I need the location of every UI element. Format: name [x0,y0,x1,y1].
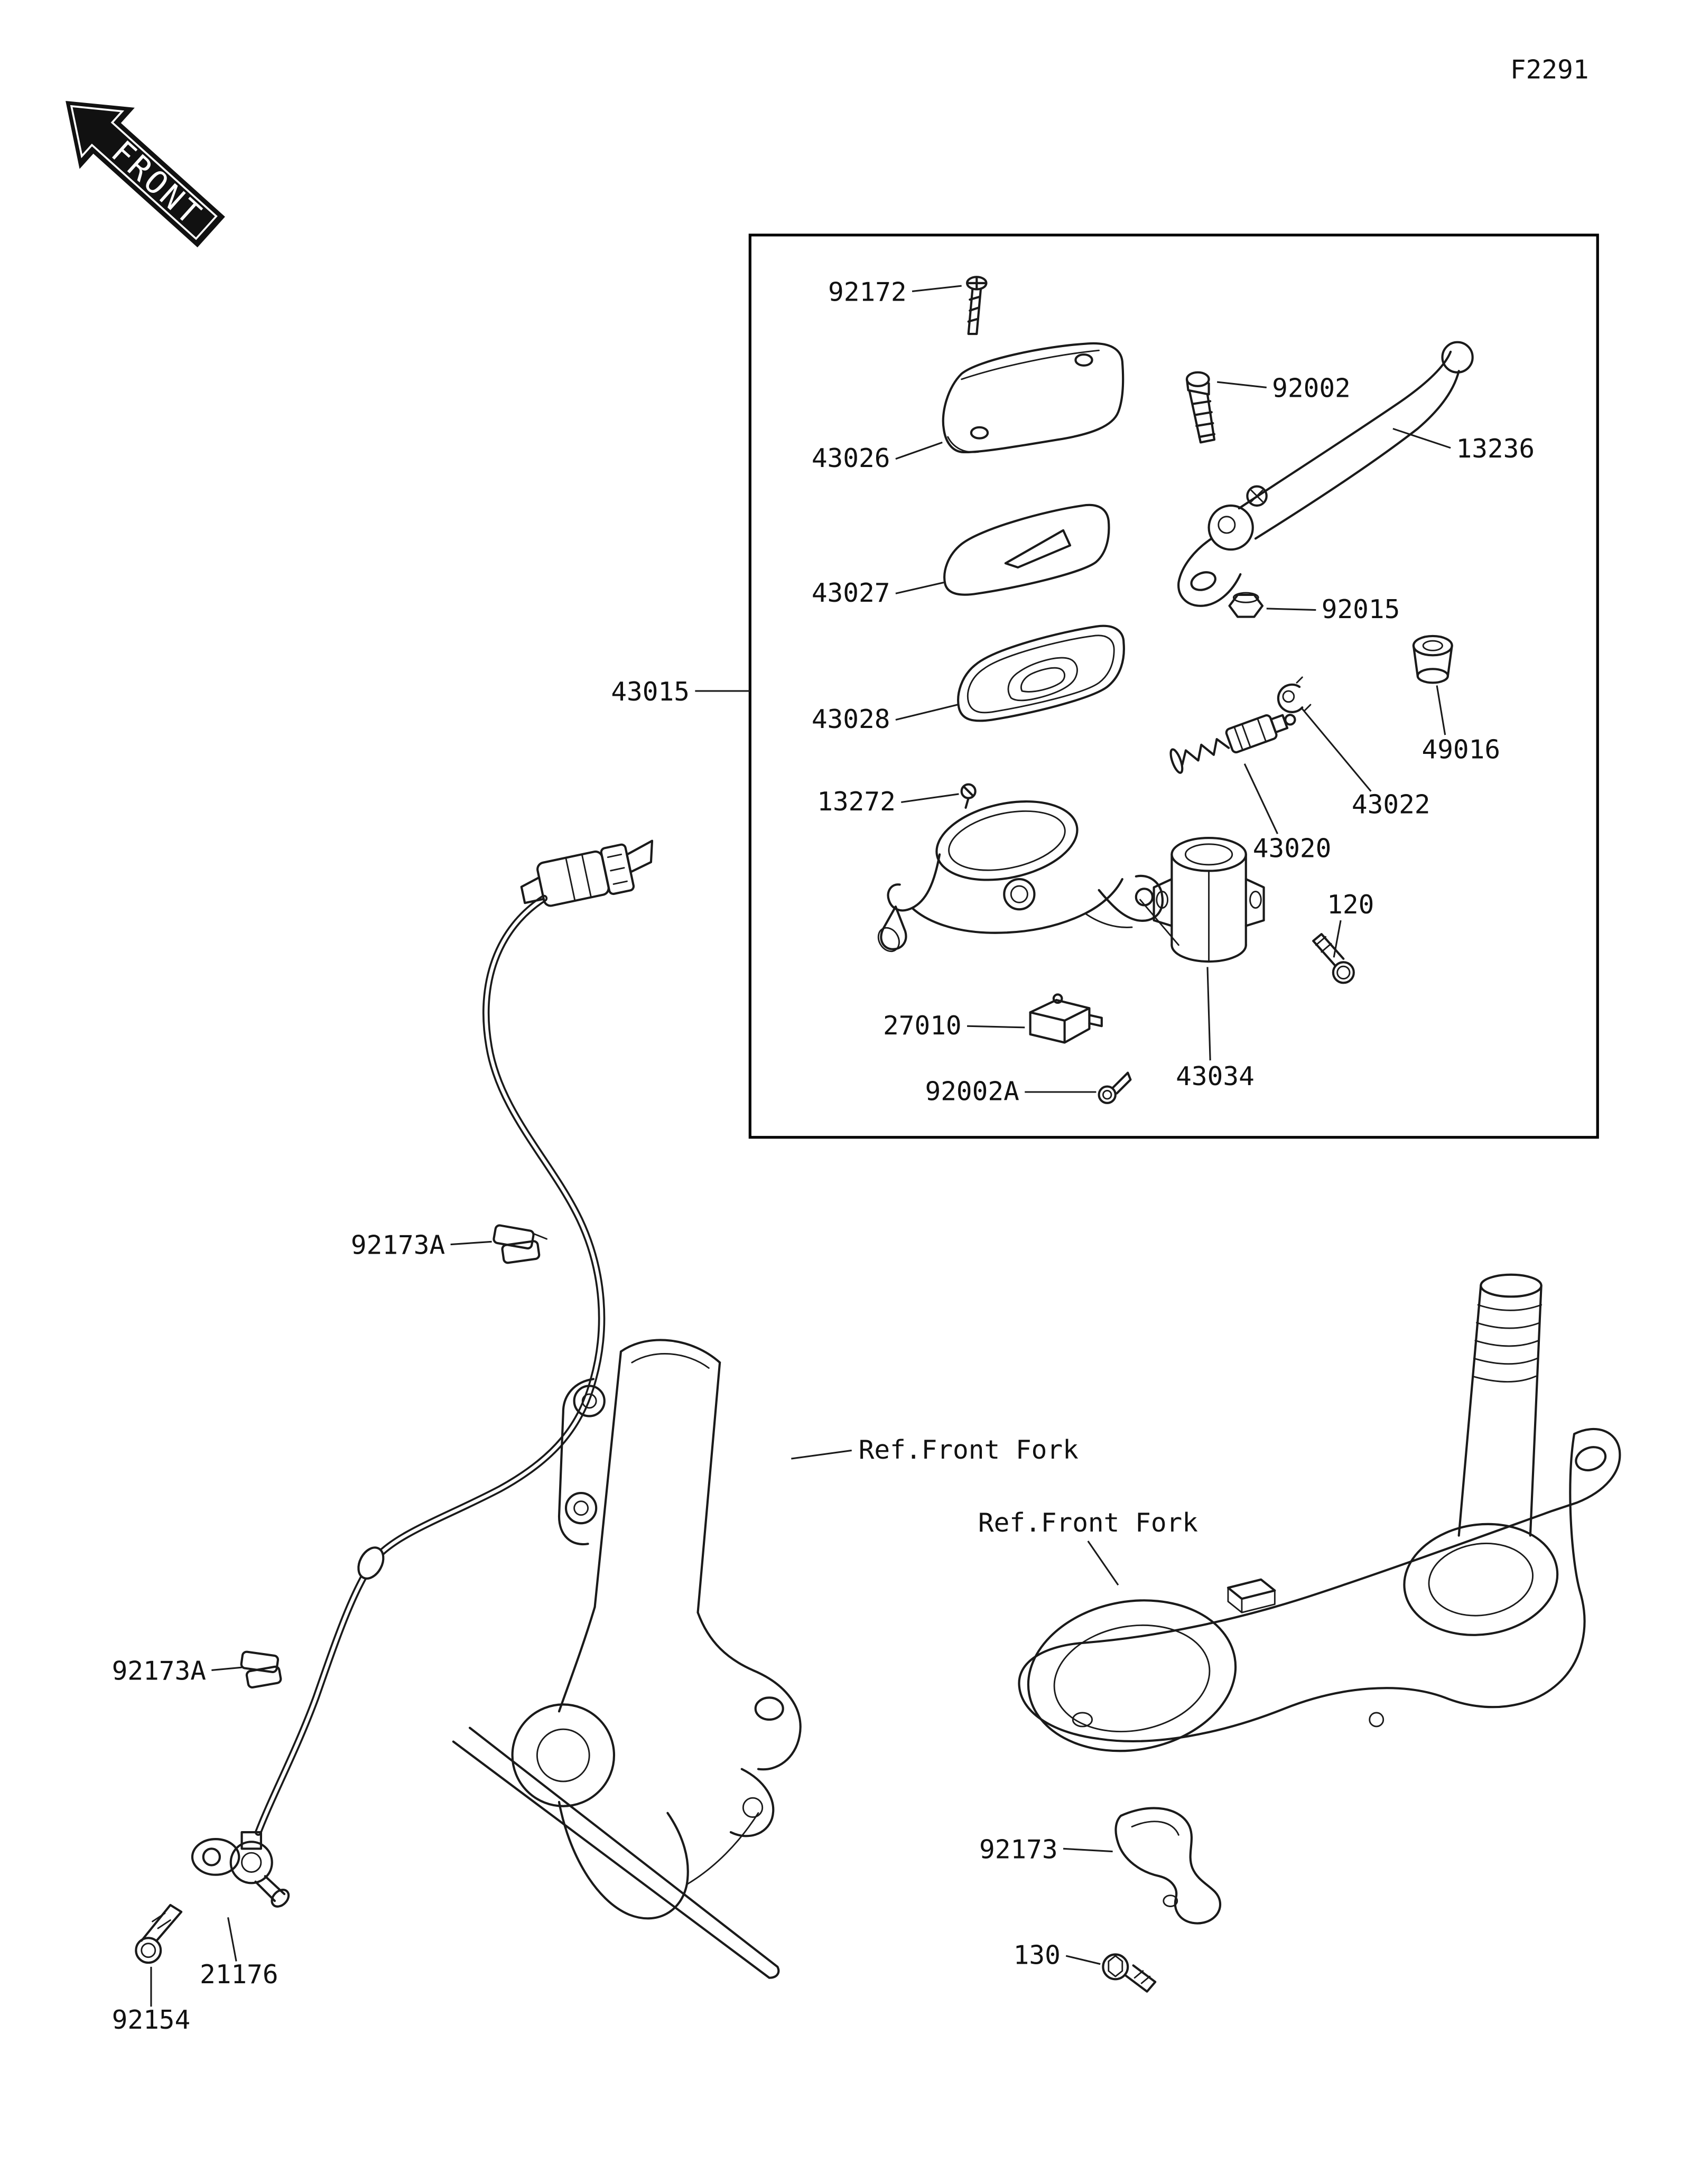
part-label-43026: 43026 [812,443,890,473]
leader-43034 [1206,967,1211,1061]
part-bracket-bolt-130 [1102,1953,1157,1993]
leader-92002 [1216,381,1267,389]
leader-13236 [1392,427,1451,449]
ref-front-fork-right [1018,1273,1621,1752]
part-reservoir-cap-screw-92172 [965,276,988,335]
part-clamp-92173a-upper [493,1224,548,1264]
front-direction-arrow: FRONT [66,101,225,248]
part-label-27010: 27010 [883,1010,962,1041]
part-clamp-92173a-lower [240,1650,282,1689]
leader-21176 [227,1917,237,1962]
part-label-92002: 92002 [1272,373,1351,404]
part-label-49016: 49016 [1421,734,1500,764]
part-label-92173a-lower: 92173A [112,1656,206,1686]
wire-grommet [357,1546,385,1580]
front-arrow-label: FRONT [104,134,209,234]
ref-label-front-fork-center: Ref.Front Fork [859,1434,1079,1465]
leader-ref-front-fork-center [791,1449,852,1460]
part-handlebar-clamp-43034 [1153,837,1265,963]
part-circlip-43022 [1277,676,1312,713]
ref-label-front-fork-right: Ref.Front Fork [978,1507,1198,1538]
sensor-harness-wire [254,894,606,1836]
part-label-120: 120 [1327,889,1374,920]
part-brake-lever-13236 [1177,341,1474,607]
figure-code: F2291 [1510,54,1589,85]
part-label-43028: 43028 [812,704,890,734]
part-sensor-bolt-92154 [135,1903,183,1964]
part-label-13236: 13236 [1456,433,1535,464]
part-master-cylinder-body-43015 [877,800,1179,953]
part-clamp-bolt-120 [1312,932,1355,984]
ref-front-fork-center [452,1339,802,1979]
part-piston-assembly-43020 [1169,714,1296,774]
part-label-43015: 43015 [611,676,690,707]
leader-43026 [895,441,943,460]
part-diaphragm-plate-43027 [943,503,1110,596]
part-label-43034: 43034 [1176,1061,1255,1091]
part-label-92002a: 92002A [925,1076,1019,1107]
part-label-92154: 92154 [112,2004,191,2035]
part-bushing-49016 [1412,634,1453,684]
leader-43028 [895,704,958,721]
part-speed-sensor-21176 [191,1831,290,1908]
leader-13272 [901,793,959,804]
part-sensor-bracket-92173 [1114,1807,1222,1925]
leader-43020 [1243,763,1278,834]
part-label-43020: 43020 [1253,833,1332,863]
part-label-130: 130 [1014,1940,1061,1971]
part-label-21176: 21176 [200,1959,278,1990]
part-label-13272: 13272 [817,786,896,817]
leader-43022 [1302,708,1372,792]
assembly-outline-box [748,234,1599,1139]
part-label-43022: 43022 [1352,789,1430,819]
part-label-92172: 92172 [828,277,907,307]
leader-92172 [912,285,962,293]
leader-92173a-upper [450,1240,492,1246]
part-switch-screw-92002a [1098,1071,1132,1104]
leader-130 [1065,1955,1101,1965]
leader-43027 [895,582,944,594]
leader-120 [1333,920,1342,958]
leader-92015 [1266,608,1316,611]
part-lever-pivot-screw-92002 [1185,371,1216,444]
part-label-92173: 92173 [979,1834,1058,1865]
part-label-92015: 92015 [1322,594,1400,624]
part-label-92173a-upper: 92173A [351,1230,445,1261]
part-lever-nut-92015 [1228,592,1264,618]
leader-49016 [1436,685,1446,735]
part-brake-switch-27010 [1029,993,1103,1044]
leader-92173 [1063,1847,1113,1853]
part-reservoir-cap-43026 [942,342,1125,454]
leader-27010 [967,1025,1025,1029]
leader-92173a-lower [211,1666,242,1671]
part-diaphragm-43028 [957,624,1125,722]
sensor-connector [520,839,654,907]
part-screw-13272 [960,783,977,809]
part-label-43027: 43027 [812,577,890,608]
leader-ref-front-fork-right [1087,1541,1119,1586]
